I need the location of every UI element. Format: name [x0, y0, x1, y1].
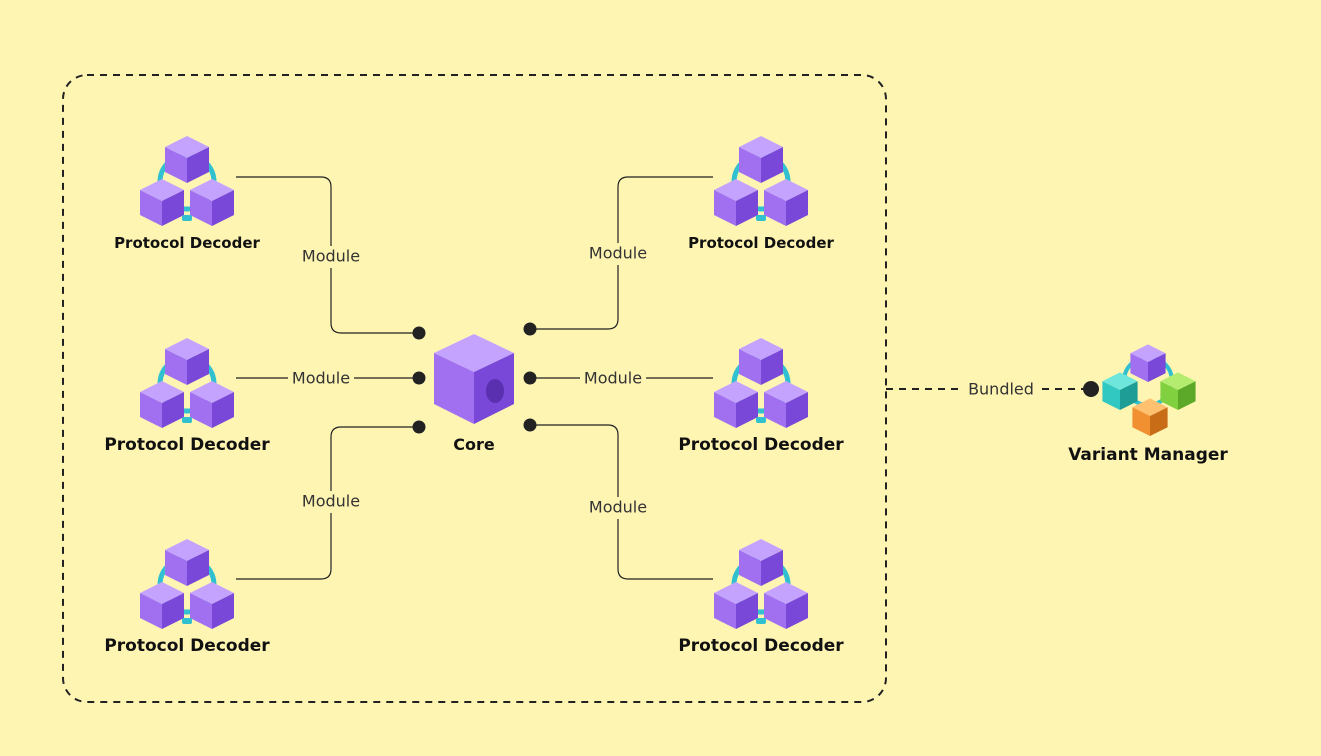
edge-label-module: Module: [302, 247, 360, 266]
decoder-label: Protocol Decoder: [114, 234, 260, 252]
cube-cluster-icon: [140, 136, 234, 226]
edge-labels: Module Module Module Module Module Modul…: [288, 243, 1039, 519]
decoder-label: Protocol Decoder: [104, 636, 270, 656]
variant-manager-label: Variant Manager: [1068, 445, 1228, 465]
decoder-node-4: Protocol Decoder: [688, 136, 835, 252]
connection-dots: [412, 322, 1099, 434]
decoder-label: Protocol Decoder: [678, 636, 844, 656]
edge-label-bundled: Bundled: [968, 380, 1034, 399]
decoder-label: Protocol Decoder: [678, 435, 844, 455]
edge-label-module: Module: [589, 498, 647, 517]
edge-label-module: Module: [589, 244, 647, 263]
cube-cluster-icon: [714, 136, 808, 226]
port-dot: [412, 371, 426, 385]
decoder-node-2: Protocol Decoder: [104, 338, 270, 455]
multicolor-cube-cluster-icon: [1102, 344, 1196, 436]
decoder-node-5: Protocol Decoder: [678, 338, 844, 455]
core-node: Core: [434, 334, 514, 454]
edge-label-module: Module: [302, 492, 360, 511]
decoder-node-6: Protocol Decoder: [678, 539, 844, 656]
port-dot: [523, 418, 537, 432]
variant-manager-node: Variant Manager: [1068, 344, 1228, 465]
port-dot: [1083, 381, 1099, 397]
cube-cluster-icon: [140, 539, 234, 629]
decoder-label: Protocol Decoder: [104, 435, 270, 455]
port-dot: [523, 371, 537, 385]
decoder-label: Protocol Decoder: [688, 234, 834, 252]
core-label: Core: [453, 435, 495, 454]
core-cube-icon: [434, 334, 514, 424]
edge-label-module: Module: [584, 369, 642, 388]
port-dot: [523, 322, 537, 336]
decoder-node-1: Protocol Decoder: [114, 136, 261, 252]
cube-cluster-icon: [714, 539, 808, 629]
port-dot: [412, 420, 426, 434]
decoder-node-3: Protocol Decoder: [104, 539, 270, 656]
port-dot: [412, 326, 426, 340]
cube-cluster-icon: [140, 338, 234, 428]
edge-label-module: Module: [292, 369, 350, 388]
cube-cluster-icon: [714, 338, 808, 428]
